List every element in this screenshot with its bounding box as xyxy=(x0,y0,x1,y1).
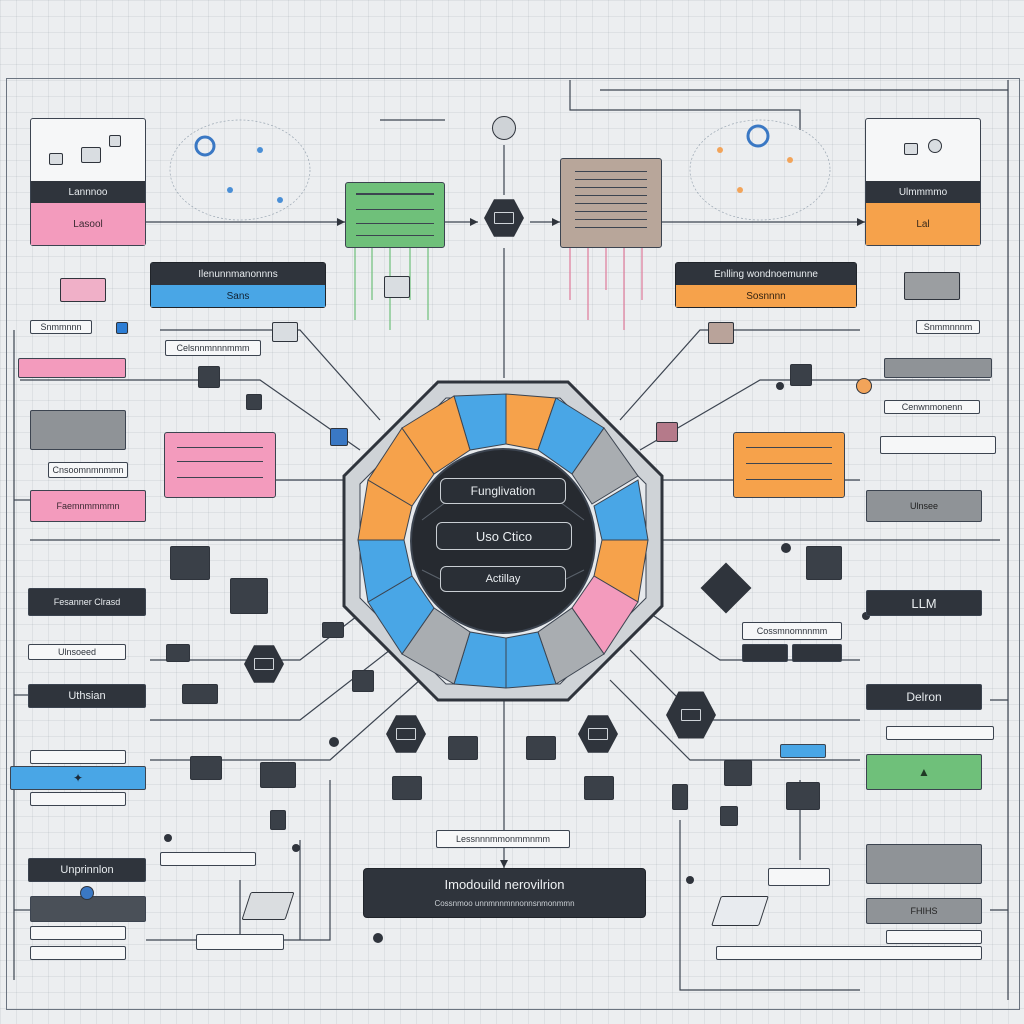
storage-icon-2 xyxy=(584,776,614,800)
folder-icon xyxy=(190,756,222,780)
left-pink-panel[interactable] xyxy=(164,432,276,498)
bottom-title: Imodouild nerovilrion xyxy=(444,877,565,892)
media-icon xyxy=(260,762,296,788)
right-blue-chip[interactable] xyxy=(780,744,826,758)
left-side-label: Ulnsoeed xyxy=(28,644,126,660)
monitor-icon xyxy=(49,153,63,165)
device-icon xyxy=(109,135,121,147)
document-icon xyxy=(81,147,101,163)
tan-module[interactable] xyxy=(560,158,662,248)
image-icon-2 xyxy=(904,272,960,300)
bottom-left-strip-2 xyxy=(196,934,284,950)
hub-bottom-label[interactable]: Actillay xyxy=(440,566,566,592)
camera-icon-2 xyxy=(806,546,842,580)
right-small-label-1: Snmmnnnm xyxy=(916,320,980,334)
bottom-left-strip xyxy=(160,852,256,866)
right-llm-label[interactable]: LLM xyxy=(866,590,982,616)
right-small-label-2: Cenwnmonenn xyxy=(884,400,980,414)
left-service-subtitle: Sans xyxy=(151,285,325,307)
right-grey-button[interactable]: Ulnsee xyxy=(866,490,982,522)
status-icon-2 xyxy=(80,886,94,900)
left-blue-bar[interactable]: ✦ xyxy=(10,766,146,790)
database-icon xyxy=(448,736,478,760)
monitor-icon-2 xyxy=(724,760,752,786)
right-orange-panel[interactable] xyxy=(733,432,845,498)
status-icon xyxy=(856,378,872,394)
right-card-title: Ulmmmmo xyxy=(866,181,980,203)
chip-icon-2 xyxy=(352,670,374,692)
database-icon-2 xyxy=(526,736,556,760)
cube-icon xyxy=(330,428,348,446)
image-icon xyxy=(60,278,106,302)
report-icon xyxy=(711,896,769,926)
hex-node-bottom-right[interactable] xyxy=(578,715,618,753)
green-module[interactable] xyxy=(345,182,445,248)
right-service-subtitle: Sosnnnn xyxy=(676,285,856,307)
left-dark-label-a[interactable]: Uthsian xyxy=(28,684,146,708)
left-card-title: Lannnoo xyxy=(31,181,145,203)
left-small-label-1: Snmmnnn xyxy=(30,320,92,334)
left-pink-button[interactable]: Faemnmmmmn xyxy=(30,490,146,522)
right-dark-chip-a[interactable] xyxy=(742,644,788,662)
monitor-icon xyxy=(904,143,918,155)
camera-icon xyxy=(198,366,220,388)
terminal-icon xyxy=(322,622,344,638)
right-service-title: Enlling wondnoemunne xyxy=(676,263,856,285)
left-white-strip-3 xyxy=(30,926,126,940)
right-white-strip-2 xyxy=(886,930,982,944)
right-white-strip xyxy=(886,726,994,740)
keyboard-icon xyxy=(166,644,190,662)
right-grey-module[interactable] xyxy=(866,844,982,884)
left-pink-chip[interactable] xyxy=(18,358,126,378)
settings-icon xyxy=(928,139,942,153)
chip-icon-3 xyxy=(790,364,812,386)
left-dark-label-c[interactable]: Fesanner Clrasd xyxy=(28,588,146,616)
gear-icon xyxy=(246,394,262,410)
left-small-label-3: Cnsoomnmnmmn xyxy=(48,462,128,478)
hub-top-label[interactable]: Funglivation xyxy=(440,478,566,504)
right-small-label-3: Cossmnomnnmm xyxy=(742,622,842,640)
report-icon-2 xyxy=(241,892,295,920)
left-card-subtitle: Lasool xyxy=(31,203,145,245)
right-white-chip xyxy=(880,436,996,454)
phone-icon xyxy=(270,810,286,830)
right-fhihs-label[interactable]: FHIHS xyxy=(866,898,982,924)
server-icon xyxy=(170,546,210,580)
diagram-frame xyxy=(6,78,1020,1010)
storage-icon xyxy=(392,776,422,800)
screen-icon-3 xyxy=(384,276,410,298)
right-profile-card[interactable]: Ulmmmmo Lal xyxy=(865,118,981,246)
right-grey-chip[interactable] xyxy=(884,358,992,378)
left-small-label-2: Celsnnmnnnmmm xyxy=(165,340,261,356)
right-card-subtitle: Lal xyxy=(866,203,980,245)
left-grey-module[interactable] xyxy=(30,410,126,450)
left-white-strip xyxy=(30,750,126,764)
chip-icon xyxy=(116,322,128,334)
card-icon xyxy=(182,684,218,704)
bottom-tag: Lessnnnmmonmmnmm xyxy=(436,830,570,848)
phone-icon-2 xyxy=(672,784,688,810)
left-dark-label-b[interactable]: Unprinnlon xyxy=(28,858,146,882)
left-profile-card[interactable]: Lannnoo Lasool xyxy=(30,118,146,246)
right-white-strip-3 xyxy=(716,946,982,960)
photo-icon-2 xyxy=(656,422,678,442)
left-service-card[interactable]: Ilenunnmanonnns Sans xyxy=(150,262,326,308)
right-delron-label[interactable]: Delron xyxy=(866,684,982,710)
right-green-module[interactable]: ▲ xyxy=(866,754,982,790)
globe-icon xyxy=(492,116,516,140)
photo-icon xyxy=(708,322,734,344)
tablet-icon xyxy=(720,806,738,826)
screen-icon xyxy=(272,322,298,342)
bottom-module-bar[interactable]: Imodouild nerovilrion Cossnmoo unnmnnmnn… xyxy=(363,868,646,918)
hub-middle-label[interactable]: Uso Ctico xyxy=(436,522,572,550)
left-white-strip-2 xyxy=(30,792,126,806)
bottom-subtitle: Cossnmoo unnmnnmnnonnsnmonmmn xyxy=(434,899,575,908)
right-white-tag xyxy=(768,868,830,886)
display-icon xyxy=(230,578,268,614)
right-service-card[interactable]: Enlling wondnoemunne Sosnnnn xyxy=(675,262,857,308)
screen-icon-2 xyxy=(786,782,820,810)
right-dark-chip-b[interactable] xyxy=(792,644,842,662)
left-service-title: Ilenunnmanonnns xyxy=(151,263,325,285)
left-white-strip-4 xyxy=(30,946,126,960)
